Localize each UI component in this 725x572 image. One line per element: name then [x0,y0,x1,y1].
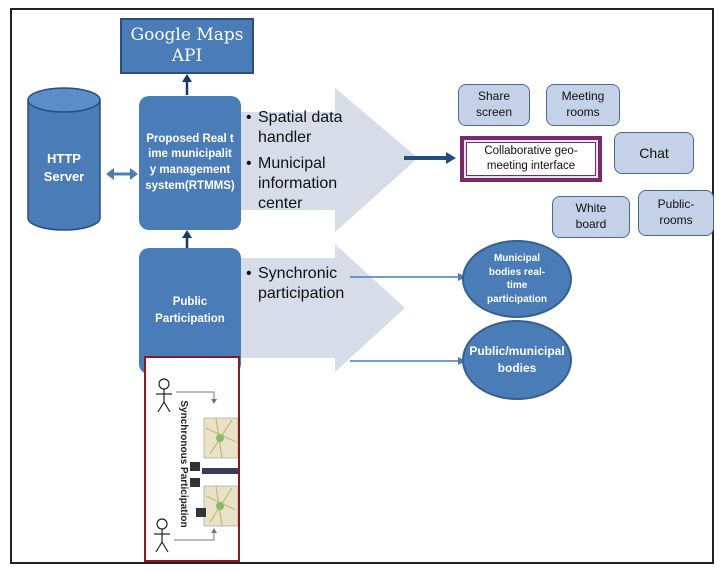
stick-figure-bottom [154,518,170,553]
public-rooms-bubble: Public-rooms [638,190,714,236]
inset-label-text: Synchronous Participation [178,400,189,528]
municipal-bodies-ellipse: Municipal bodies real-time participation [462,240,572,318]
chat-bubble: Chat [614,132,694,174]
bullet-text: Synchronic participation [258,265,345,302]
public-municipal-bodies-ellipse: Public/municipal bodies [462,320,572,400]
big-arrow-top [240,88,418,232]
map-thumbnail-top [203,417,238,459]
arrow-http-rtmms-left-head [106,168,114,180]
map-thumbnail-bottom [203,485,238,527]
arrow-to-collab-head [446,152,456,164]
bullets-bottom: •Synchronic participation [246,264,366,304]
bullet-item: •Municipal information center [246,154,366,214]
meeting-rooms-bubble: Meeting rooms [546,84,620,126]
public-participation-box: Public Participation [139,248,241,374]
arrow-rtmms-to-maps-head [182,74,192,82]
collaborative-interface-inner: Collaborative geo-meeting interface [466,142,596,176]
http-server-label: HTTP Server [43,151,85,184]
bullet-item: •Spatial data handler [246,108,366,148]
inset-label: Synchronous Participation [168,398,189,548]
big-arrow-bottom [240,244,405,372]
share-screen-bubble: Share screen [458,84,530,126]
stick-figure-top [156,378,172,413]
arrow-pp-to-rtmms-head [182,230,192,238]
google-maps-api-box: Google Maps API [120,18,254,74]
white-board-bubble: White board [552,196,630,238]
bullets-top: •Spatial data handler •Municipal informa… [246,108,366,214]
synchronous-participation-inset: Synchronous Participation [144,356,240,562]
collaborative-interface-box: Collaborative geo-meeting interface [460,136,602,182]
bullet-item: •Synchronic participation [246,264,366,304]
bullet-text: Municipal information center [258,155,338,212]
arrow-http-rtmms-right-head [130,168,138,180]
bullet-text: Spatial data handler [258,109,343,146]
rtmms-box: Proposed Real time municipality manageme… [139,96,241,230]
inset-illustration [154,378,238,553]
